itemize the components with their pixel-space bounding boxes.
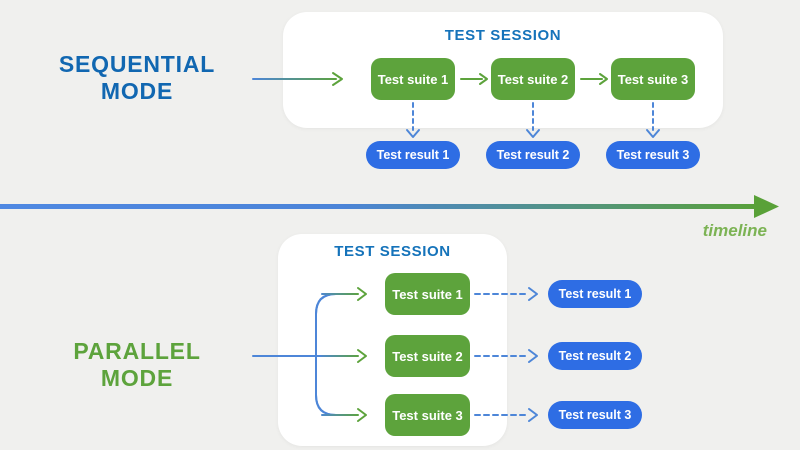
parallel-mode-label-line1: PARALLEL bbox=[73, 338, 201, 364]
parallel-mode-label-line2: MODE bbox=[100, 365, 174, 391]
arrow-right-icon bbox=[528, 408, 538, 422]
parallel-result-arrows bbox=[474, 287, 538, 422]
sequential-test-suite-3: Test suite 3 bbox=[611, 58, 695, 100]
sequential-test-suite-1: Test suite 1 bbox=[371, 58, 455, 100]
sequential-session-title: TEST SESSION bbox=[444, 27, 562, 44]
sequential-result-arrows bbox=[406, 102, 660, 138]
sequential-test-result-2: Test result 2 bbox=[486, 141, 580, 169]
parallel-test-result-1: Test result 1 bbox=[548, 280, 642, 308]
arrow-down-icon bbox=[406, 129, 420, 138]
arrow-right-icon bbox=[599, 73, 608, 85]
parallel-test-suite-3: Test suite 3 bbox=[385, 394, 470, 436]
suite-chain-arrows bbox=[460, 73, 608, 85]
parallel-test-suite-1: Test suite 1 bbox=[385, 273, 470, 315]
arrow-right-icon bbox=[357, 287, 367, 301]
parallel-mode-label: PARALLEL MODE bbox=[27, 338, 247, 392]
arrow-right-icon bbox=[357, 349, 367, 363]
timeline-arrow bbox=[0, 195, 779, 218]
sequential-mode-label-line1: SEQUENTIAL bbox=[58, 51, 216, 77]
parallel-branch bbox=[252, 287, 367, 422]
sequential-flow-arrow bbox=[252, 72, 343, 86]
parallel-test-suite-2: Test suite 2 bbox=[385, 335, 470, 377]
arrow-right-icon bbox=[528, 349, 538, 363]
sequential-mode-label-line2: MODE bbox=[100, 78, 174, 104]
arrow-right-icon bbox=[479, 73, 488, 85]
parallel-test-result-2: Test result 2 bbox=[548, 342, 642, 370]
sequential-test-result-1: Test result 1 bbox=[366, 141, 460, 169]
sequential-test-suite-2: Test suite 2 bbox=[491, 58, 575, 100]
parallel-session-title: TEST SESSION bbox=[334, 243, 451, 260]
timeline-label: timeline bbox=[702, 221, 767, 240]
arrow-right-icon bbox=[528, 287, 538, 301]
arrow-down-icon bbox=[526, 129, 540, 138]
arrow-right-icon bbox=[332, 72, 343, 86]
timeline-arrowhead-icon bbox=[754, 195, 779, 218]
sequential-test-result-3: Test result 3 bbox=[606, 141, 700, 169]
arrow-right-icon bbox=[357, 408, 367, 422]
parallel-test-result-3: Test result 3 bbox=[548, 401, 642, 429]
sequential-mode-label: SEQUENTIAL MODE bbox=[27, 51, 247, 105]
arrow-down-icon bbox=[646, 129, 660, 138]
